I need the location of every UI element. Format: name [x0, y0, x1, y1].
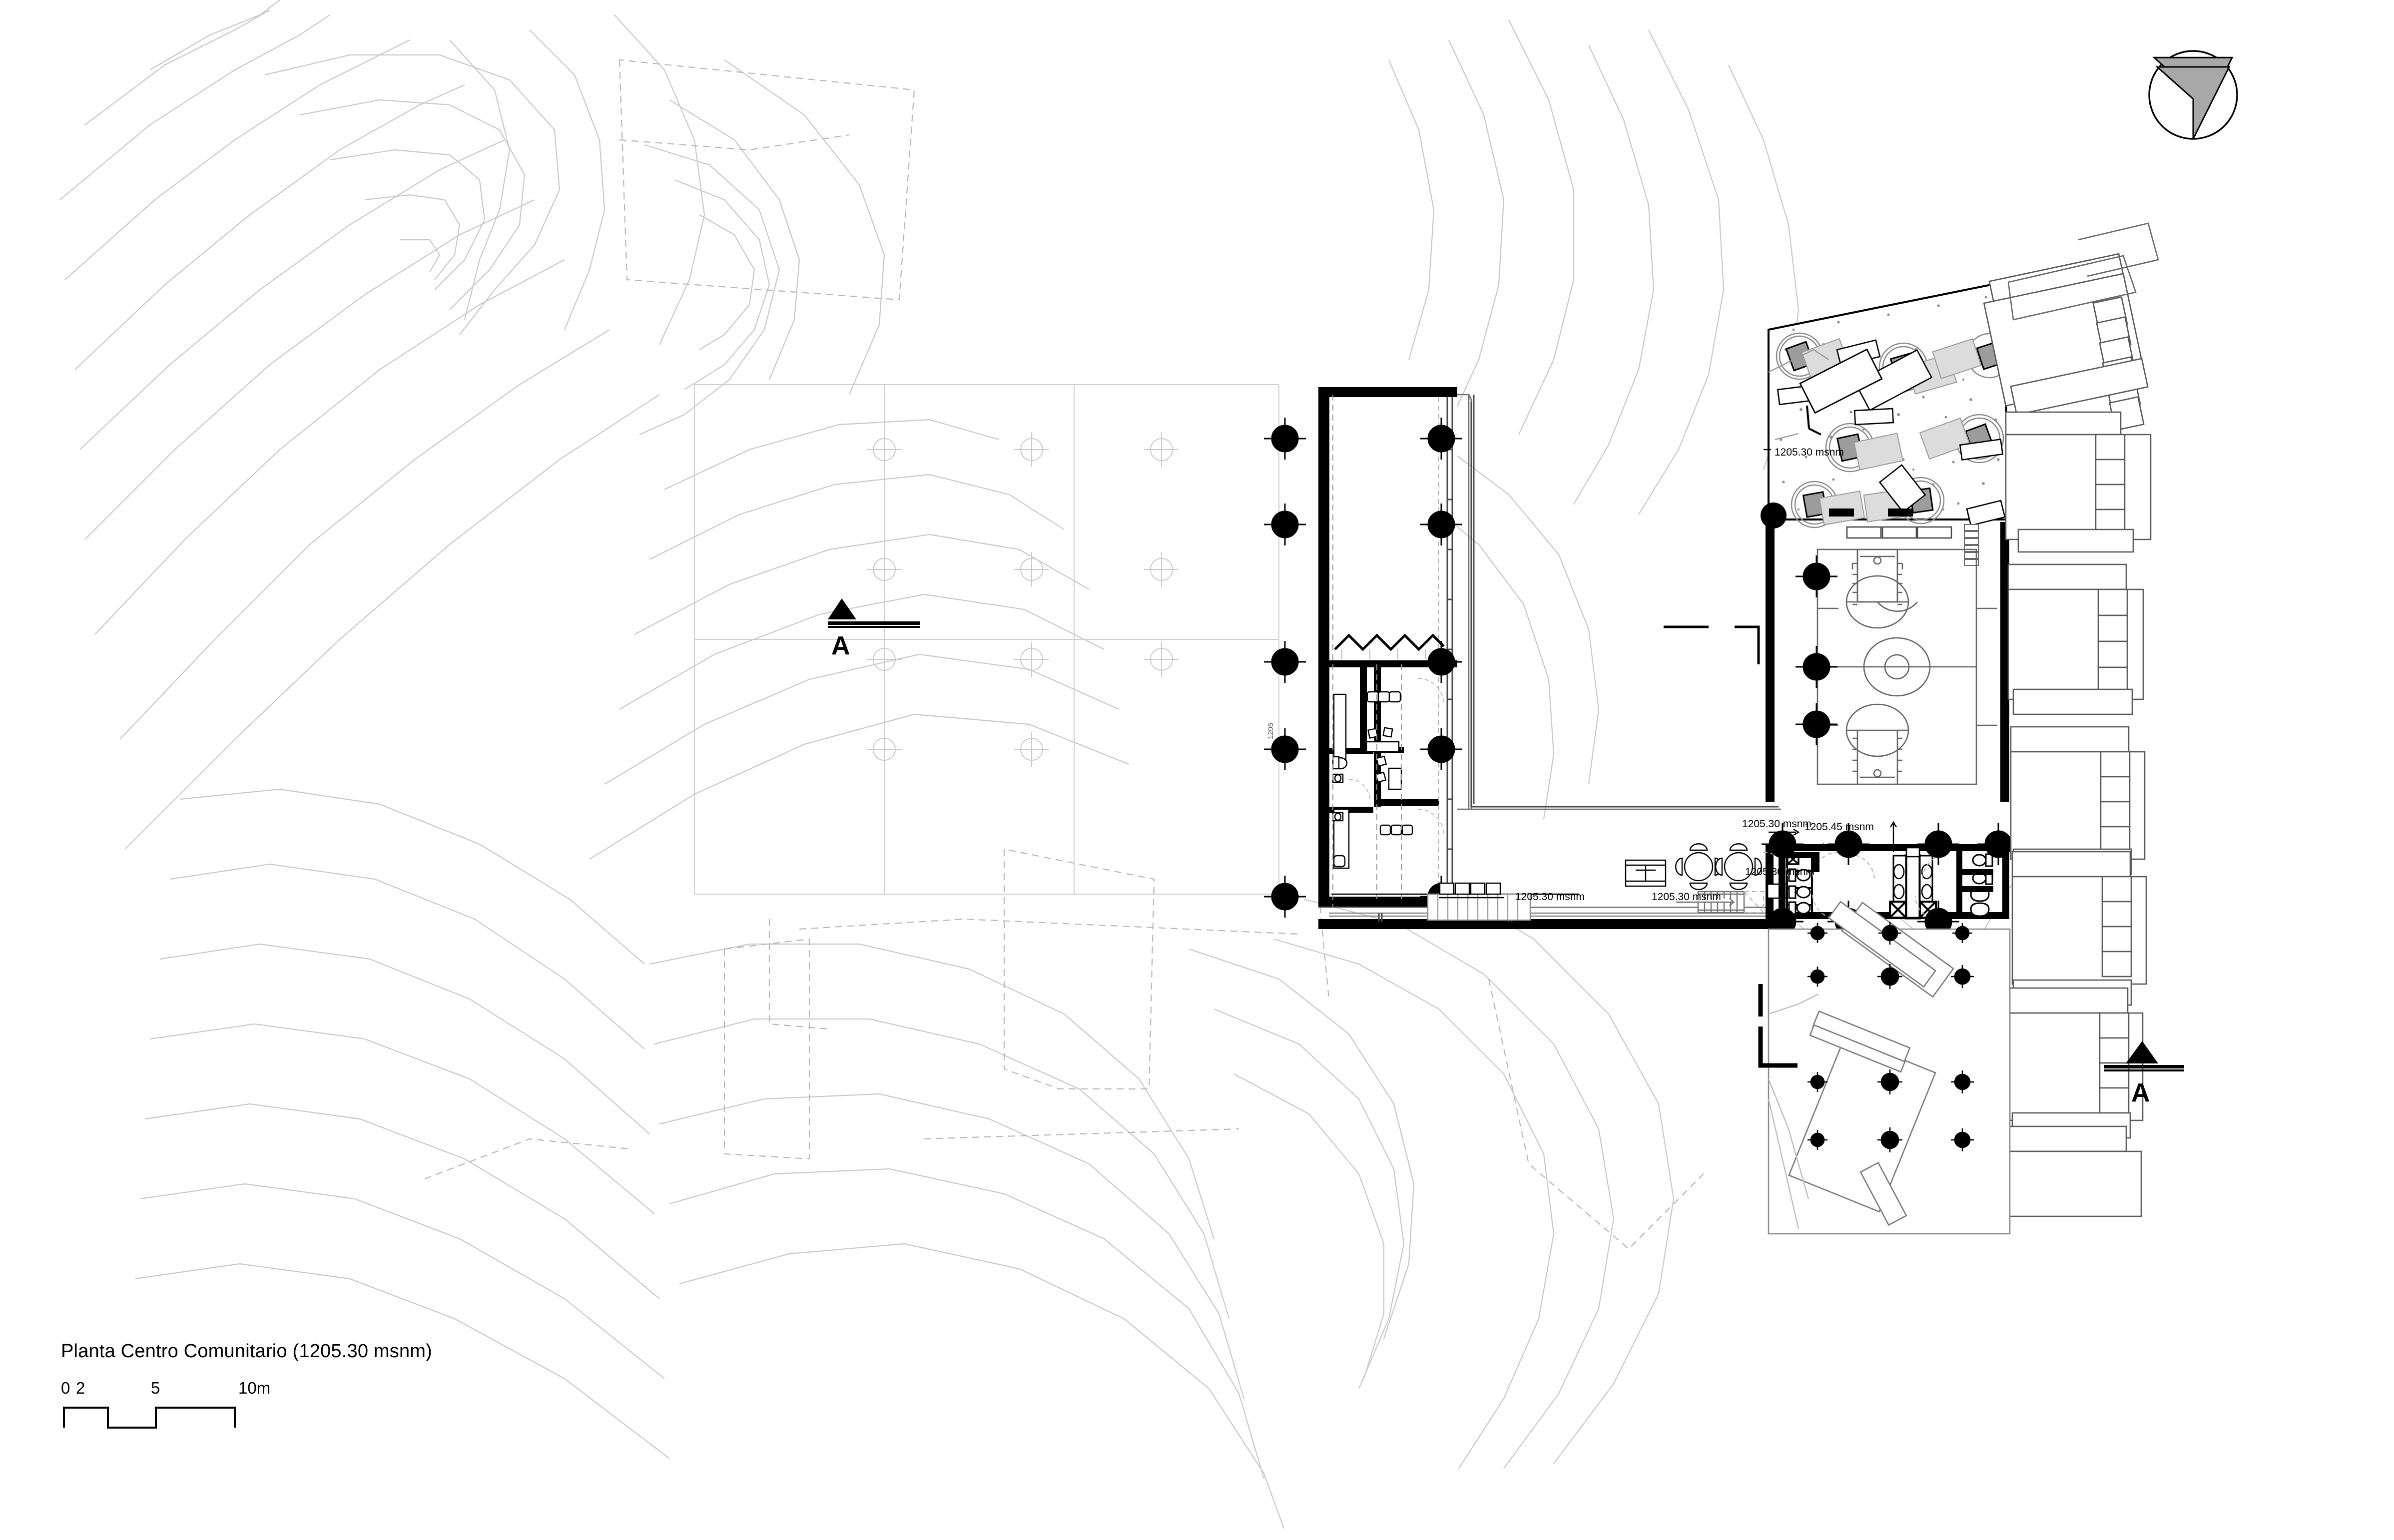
- scale-bar-labels: 0 2 5 10m: [61, 1379, 321, 1400]
- survey-control-points: [867, 432, 1179, 767]
- folded-plate-hatch-light: [1341, 649, 1426, 659]
- scale-tick-0: 0: [61, 1379, 70, 1397]
- elevation-label: 1205.30 msnm: [1775, 447, 1844, 458]
- structural-columns-hall: [1796, 555, 1837, 745]
- restroom-fixtures: [1767, 847, 1993, 920]
- topography-contours: [59, 0, 2089, 1529]
- elevation-label: 1205.30 msnm: [1745, 866, 1814, 878]
- restroom-partition-walls: [1779, 851, 1993, 918]
- yard-partial-wall: [1664, 625, 1760, 664]
- restroom-door-swings: [1763, 852, 1949, 920]
- entrance-stairs-west: [1427, 893, 1531, 921]
- north-open-yard: [1457, 394, 1781, 810]
- svg-text:1205: 1205: [1266, 723, 1275, 739]
- folded-plate-hatch: [1334, 633, 1445, 651]
- west-facade-note: 1205: [1266, 723, 1275, 739]
- elevation-label-group: 1205.30 msnm 1205.30 msnm 1205.30 msnm 1…: [1515, 447, 1890, 903]
- elevation-label: 1205.30 msnm: [1652, 891, 1721, 903]
- east-terraces: [1983, 253, 2152, 1217]
- stairs-mid: [1676, 891, 1745, 914]
- west-wing-door-swings: [1348, 678, 1444, 836]
- title-block: Planta Centro Comunitario (1205.30 msnm): [61, 1341, 760, 1362]
- site-boundary-existing: [424, 59, 1704, 1250]
- scale-bar-graphic: [63, 1407, 236, 1429]
- survey-grid: [694, 384, 1279, 895]
- upper-right-enclosure: [2007, 222, 2159, 321]
- section-marker-right-label: A: [2131, 1078, 2150, 1107]
- round-tables: [1675, 843, 1762, 890]
- section-marker-left-label: A: [831, 631, 850, 660]
- north-arrow-icon: [2148, 50, 2238, 140]
- bench-row-west: [1439, 882, 1501, 895]
- hall-side-louvres: [1964, 524, 1979, 566]
- section-marker-left: A: [828, 598, 920, 660]
- west-wing-dim-lines: [1332, 395, 1402, 907]
- basketball-court-markings: [1816, 548, 1997, 785]
- elevation-label: 1205.45 msnm: [1804, 821, 1874, 833]
- patio-columns: [1761, 503, 1913, 528]
- section-marker-right: A: [2104, 1041, 2184, 1107]
- scale-tick-2: 2: [76, 1379, 85, 1397]
- hall-clerestory: [1846, 526, 1952, 539]
- scale-tick-10: 10m: [238, 1379, 271, 1397]
- elevation-label: 1205.60 msnm: [1820, 842, 1890, 853]
- louvre-detail: [1625, 859, 1667, 887]
- elevation-label: 1205.30 msnm: [1515, 891, 1585, 903]
- scale-tick-5: 5: [151, 1379, 160, 1397]
- elevation-label: 1205.30 msnm: [1742, 818, 1811, 830]
- patio-trees-and-benches: [1768, 332, 2012, 528]
- page-title: Planta Centro Comunitario (1205.30 msnm): [61, 1341, 433, 1362]
- covered-hall-south: [1758, 901, 2011, 1235]
- scale-bar: 0 2 5 10m: [61, 1379, 321, 1434]
- north-yard-edge: [1470, 395, 1779, 808]
- stairs-mid-dashed: [1744, 891, 1764, 913]
